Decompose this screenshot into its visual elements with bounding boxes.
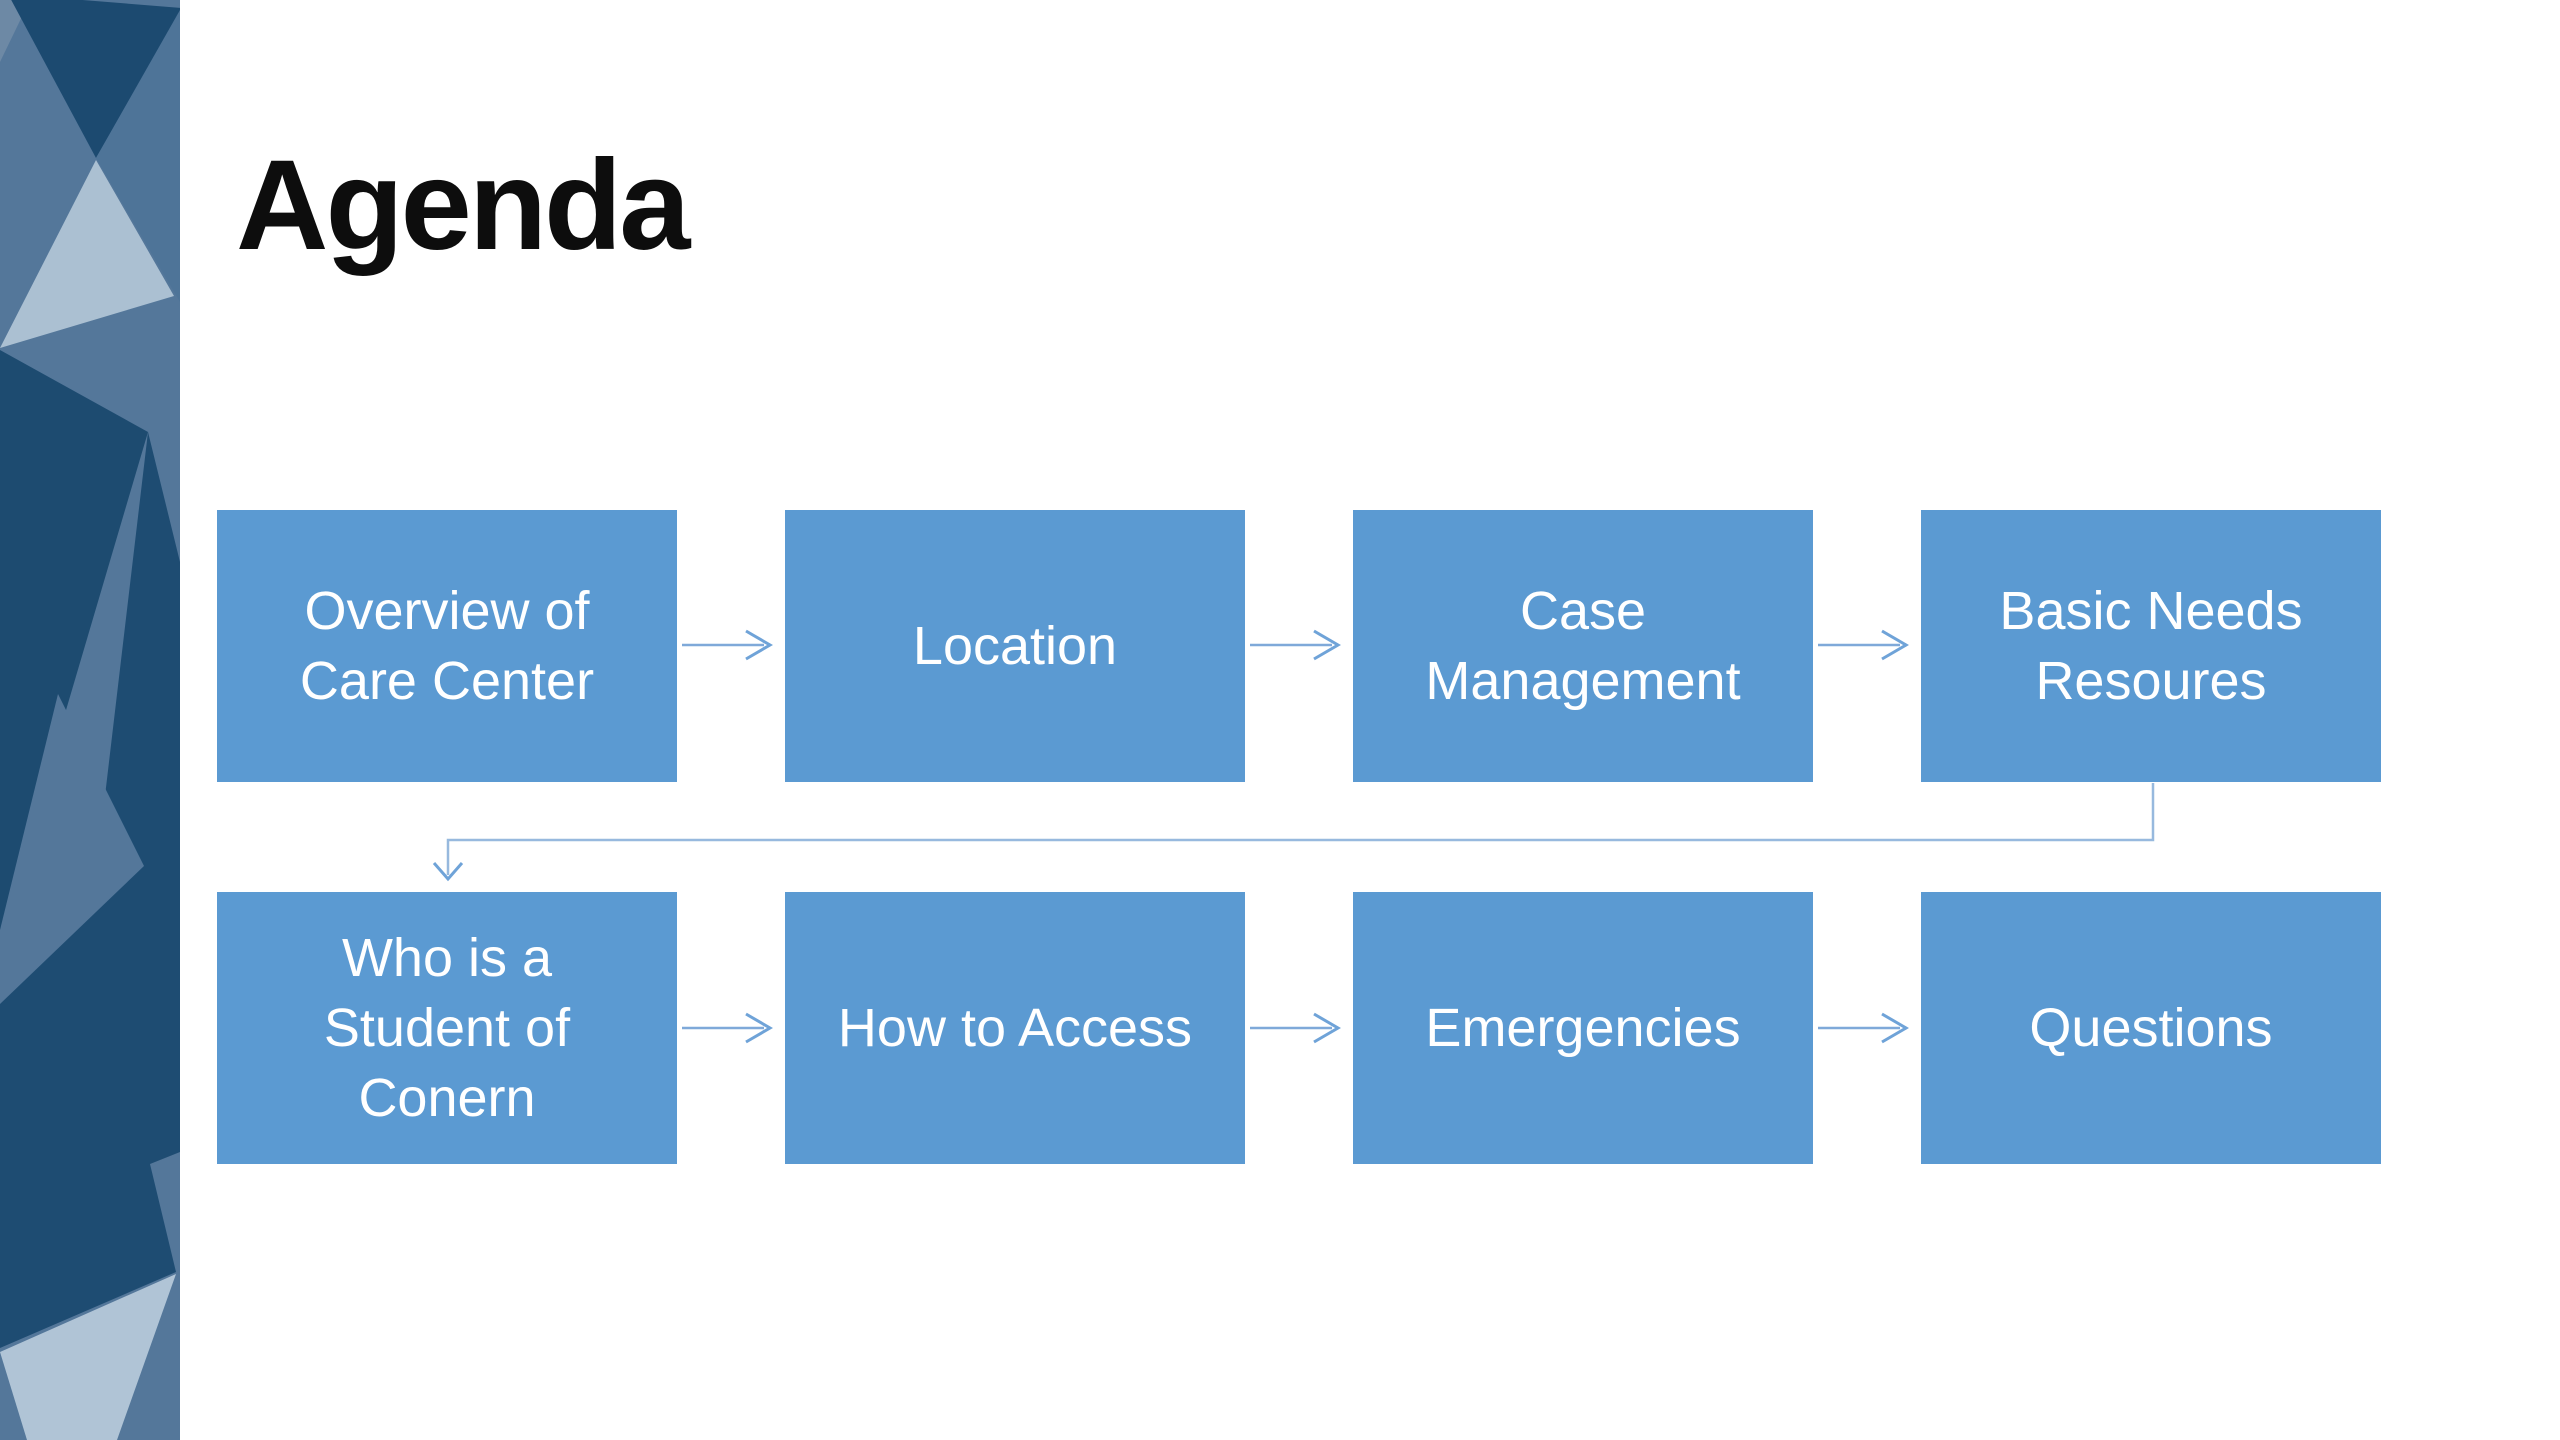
flow-box-who-student: Who is a Student of Conern [217, 892, 677, 1164]
flow-box-how-access: How to Access [785, 892, 1245, 1164]
flow-box-case-management: Case Management [1353, 510, 1813, 782]
flow-box-emergencies: Emergencies [1353, 892, 1813, 1164]
elbow-connector-arrow [432, 783, 2155, 882]
arrow-right-icon [1250, 629, 1341, 661]
page-title: Agenda [236, 134, 690, 277]
arrow-right-icon [1818, 629, 1909, 661]
arrow-right-icon [682, 629, 773, 661]
sidebar-decoration [0, 0, 180, 1440]
flow-box-questions: Questions [1921, 892, 2381, 1164]
flow-box-overview: Overview of Care Center [217, 510, 677, 782]
arrow-right-icon [1818, 1012, 1909, 1044]
flow-box-basic-needs: Basic Needs Resoures [1921, 510, 2381, 782]
flow-box-location: Location [785, 510, 1245, 782]
arrow-right-icon [1250, 1012, 1341, 1044]
arrow-right-icon [682, 1012, 773, 1044]
